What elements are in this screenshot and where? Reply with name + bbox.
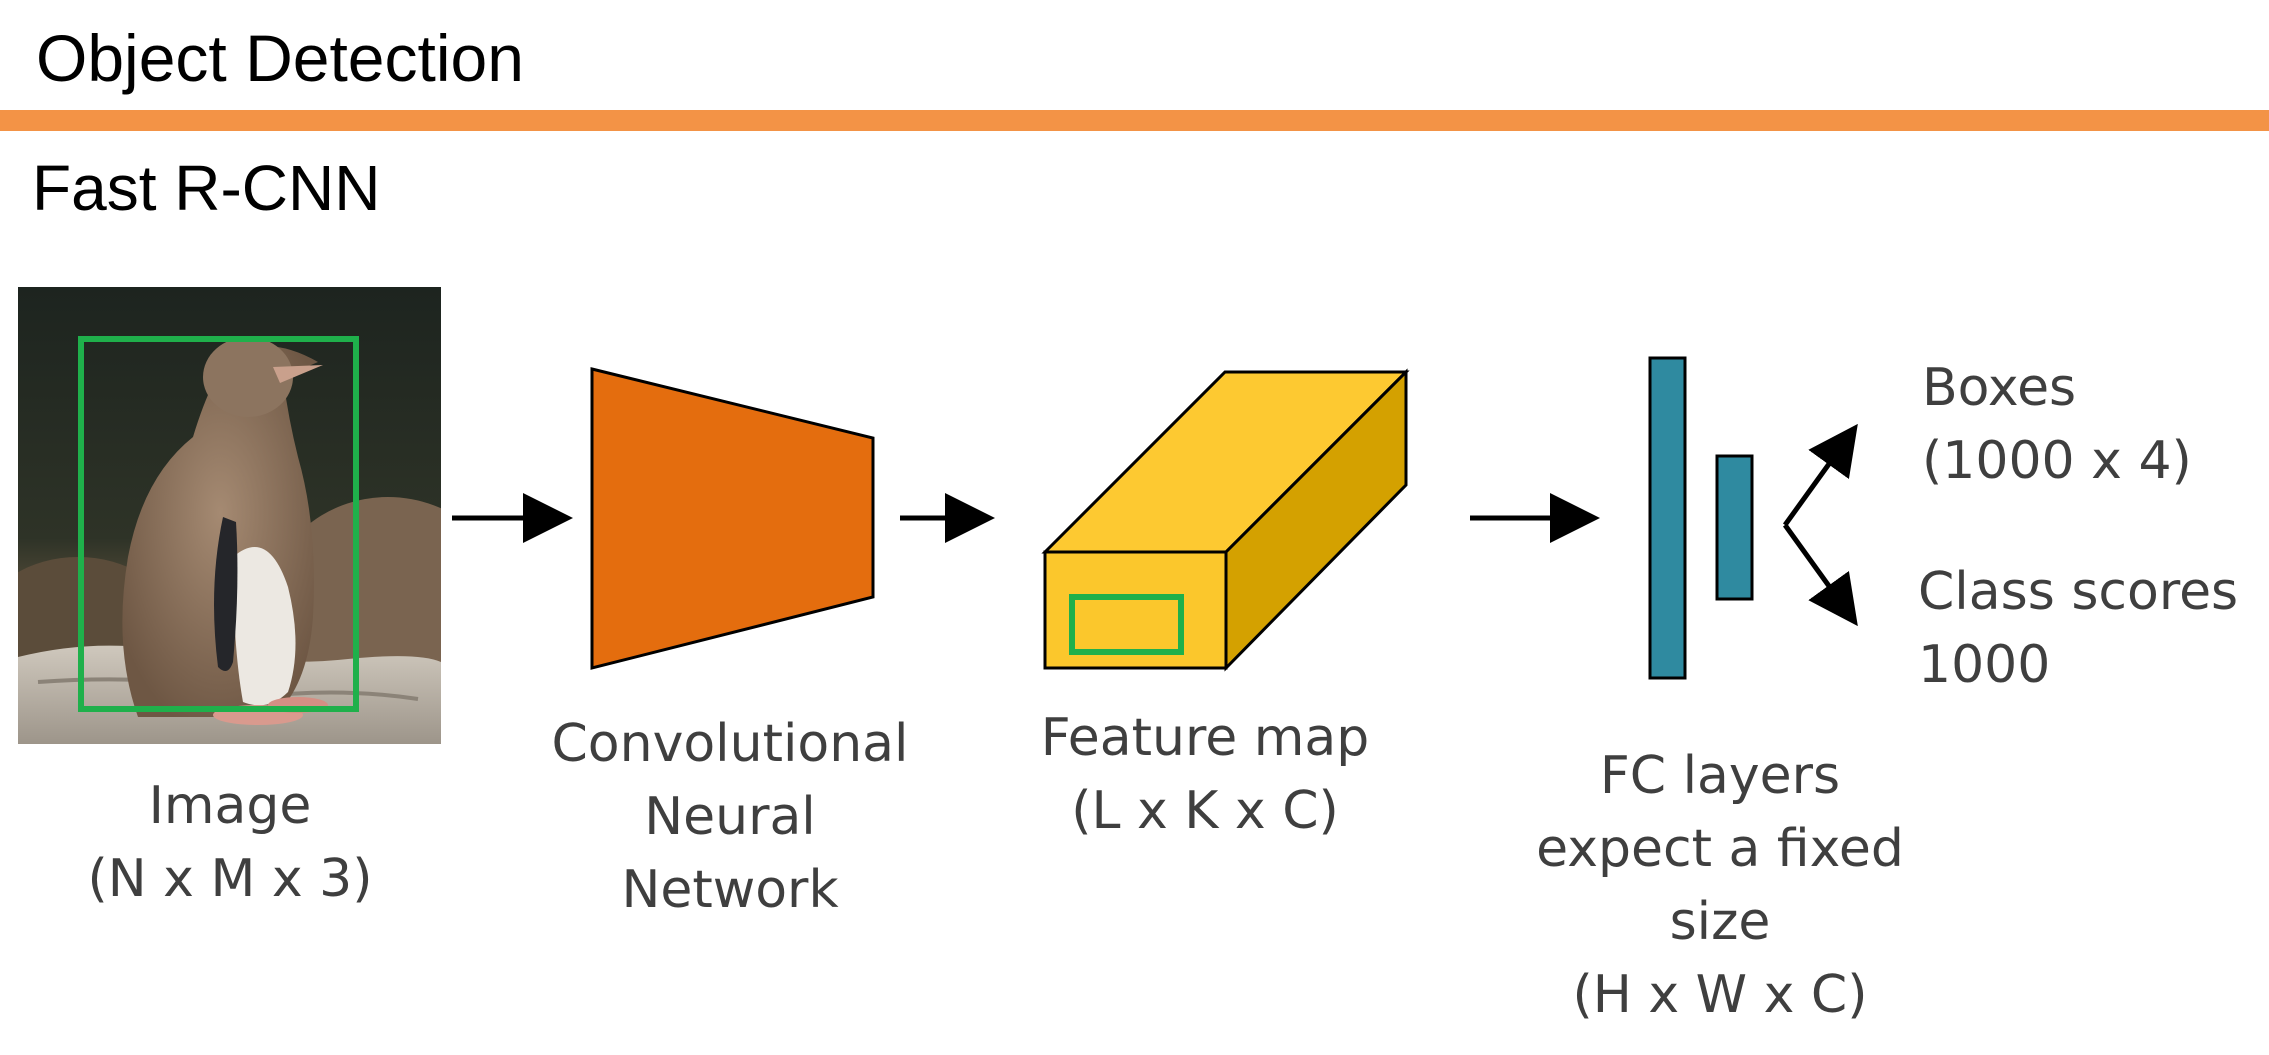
feature-map-cuboid xyxy=(1041,368,1410,672)
penguin-photo xyxy=(18,287,441,744)
boxes-shape: (1000 x 4) xyxy=(1922,431,2192,491)
title-divider xyxy=(0,110,2269,131)
input-image xyxy=(18,287,441,744)
cnn-caption-line3: Network xyxy=(621,860,839,920)
ground-truth-box xyxy=(78,336,359,712)
fc-layer-1 xyxy=(1648,356,1687,680)
cnn-trapezoid xyxy=(590,367,875,670)
feature-map-caption-name: Feature map xyxy=(1040,708,1370,768)
fc-layers-caption: FC layers expect a fixed size (H x W x C… xyxy=(1500,740,1940,1032)
boxes-label: Boxes xyxy=(1922,358,2077,418)
slide-title: Object Detection xyxy=(36,21,524,95)
slide-subtitle: Fast R-CNN xyxy=(32,152,381,224)
image-caption-name: Image xyxy=(148,776,312,836)
fc-caption-line4: (H x W x C) xyxy=(1572,965,1868,1025)
fc-layer-2 xyxy=(1715,454,1754,601)
fc-caption-line3: size xyxy=(1669,892,1771,952)
feature-map-caption-shape: (L x K x C) xyxy=(1071,781,1339,841)
cnn-caption: Convolutional Neural Network xyxy=(520,708,940,927)
cnn-caption-line1: Convolutional xyxy=(551,714,909,774)
fc-caption-line1: FC layers xyxy=(1599,746,1841,806)
image-caption-shape: (N x M x 3) xyxy=(87,849,373,909)
roi-projection-box xyxy=(1069,594,1184,655)
arrow-to-boxes xyxy=(1782,423,1858,527)
cnn-caption-line2: Neural xyxy=(644,787,816,847)
class-scores-output: Class scores 1000 xyxy=(1918,556,2238,702)
class-scores-label: Class scores xyxy=(1918,562,2239,622)
fc-caption-line2: expect a fixed xyxy=(1536,819,1904,879)
boxes-output: Boxes (1000 x 4) xyxy=(1922,352,2192,498)
class-scores-shape: 1000 xyxy=(1918,635,2051,695)
arrow-to-class-scores xyxy=(1782,523,1858,627)
image-caption: Image (N x M x 3) xyxy=(60,770,400,916)
feature-map-caption: Feature map (L x K x C) xyxy=(1010,702,1400,848)
